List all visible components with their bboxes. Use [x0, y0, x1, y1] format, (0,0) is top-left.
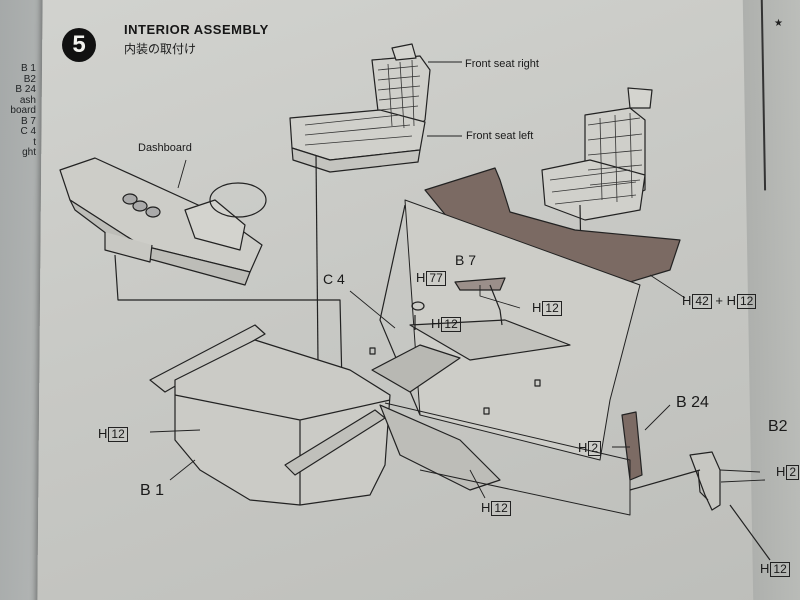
margin-line: B 24: [15, 84, 36, 95]
h-number-box: 12: [736, 294, 757, 309]
left-page-margin-text: B 1 B2 B 24 ash board B 7 C 4 t ght: [0, 63, 36, 159]
margin-line: B 7: [20, 115, 36, 127]
h-number-box: 12: [770, 562, 790, 577]
h-prefix: H: [578, 440, 588, 455]
h-prefix: H: [760, 561, 770, 576]
h-prefix: H: [416, 270, 426, 285]
h-number-box: 12: [491, 501, 511, 516]
h-number-box: 2: [588, 441, 602, 456]
margin-line: B2: [23, 73, 36, 85]
h-number-box: 12: [441, 317, 461, 332]
h-plus: + H: [715, 293, 736, 308]
h-number-box: 77: [426, 271, 446, 286]
margin-line: B 1: [20, 63, 36, 74]
label-part-b2: B2: [768, 418, 788, 435]
h-prefix: H: [481, 500, 491, 515]
step-subtitle-japanese: 内装の取付け: [124, 42, 197, 56]
h-prefix: H: [431, 316, 441, 331]
b2-bracket: [689, 451, 721, 511]
margin-line: C 4: [20, 126, 36, 137]
margin-line: board: [10, 105, 36, 116]
margin-line: ght: [22, 147, 36, 158]
h-prefix: H: [682, 293, 692, 308]
label-part-b1: B 1: [140, 482, 165, 499]
label-part-c4: C 4: [323, 271, 345, 287]
h-prefix: H: [776, 464, 786, 479]
label-front-seat-right: Front seat right: [465, 58, 539, 70]
label-part-b24: B 24: [676, 394, 709, 411]
b24-strip: [621, 411, 643, 481]
h-number-box: 2: [786, 465, 800, 480]
floor-tub-drawing: [149, 199, 641, 506]
h-prefix: H: [98, 426, 108, 441]
h-number-box: 12: [542, 301, 562, 316]
margin-line: t: [33, 136, 36, 148]
h-number-box: 12: [108, 427, 128, 442]
label-part-b7: B 7: [455, 252, 477, 268]
h-number-box: 42: [692, 294, 712, 309]
label-dashboard: Dashboard: [138, 142, 192, 154]
label-front-seat-left: Front seat left: [466, 130, 534, 142]
step-title: INTERIOR ASSEMBLY: [124, 22, 269, 37]
step-number-badge: 5: [62, 28, 96, 62]
dashboard-drawing: [59, 157, 343, 386]
front-seat-right-drawing: [289, 43, 431, 363]
h-prefix: H: [532, 300, 542, 315]
star-mark-icon: ★: [774, 18, 783, 29]
margin-line: ash: [19, 94, 36, 106]
